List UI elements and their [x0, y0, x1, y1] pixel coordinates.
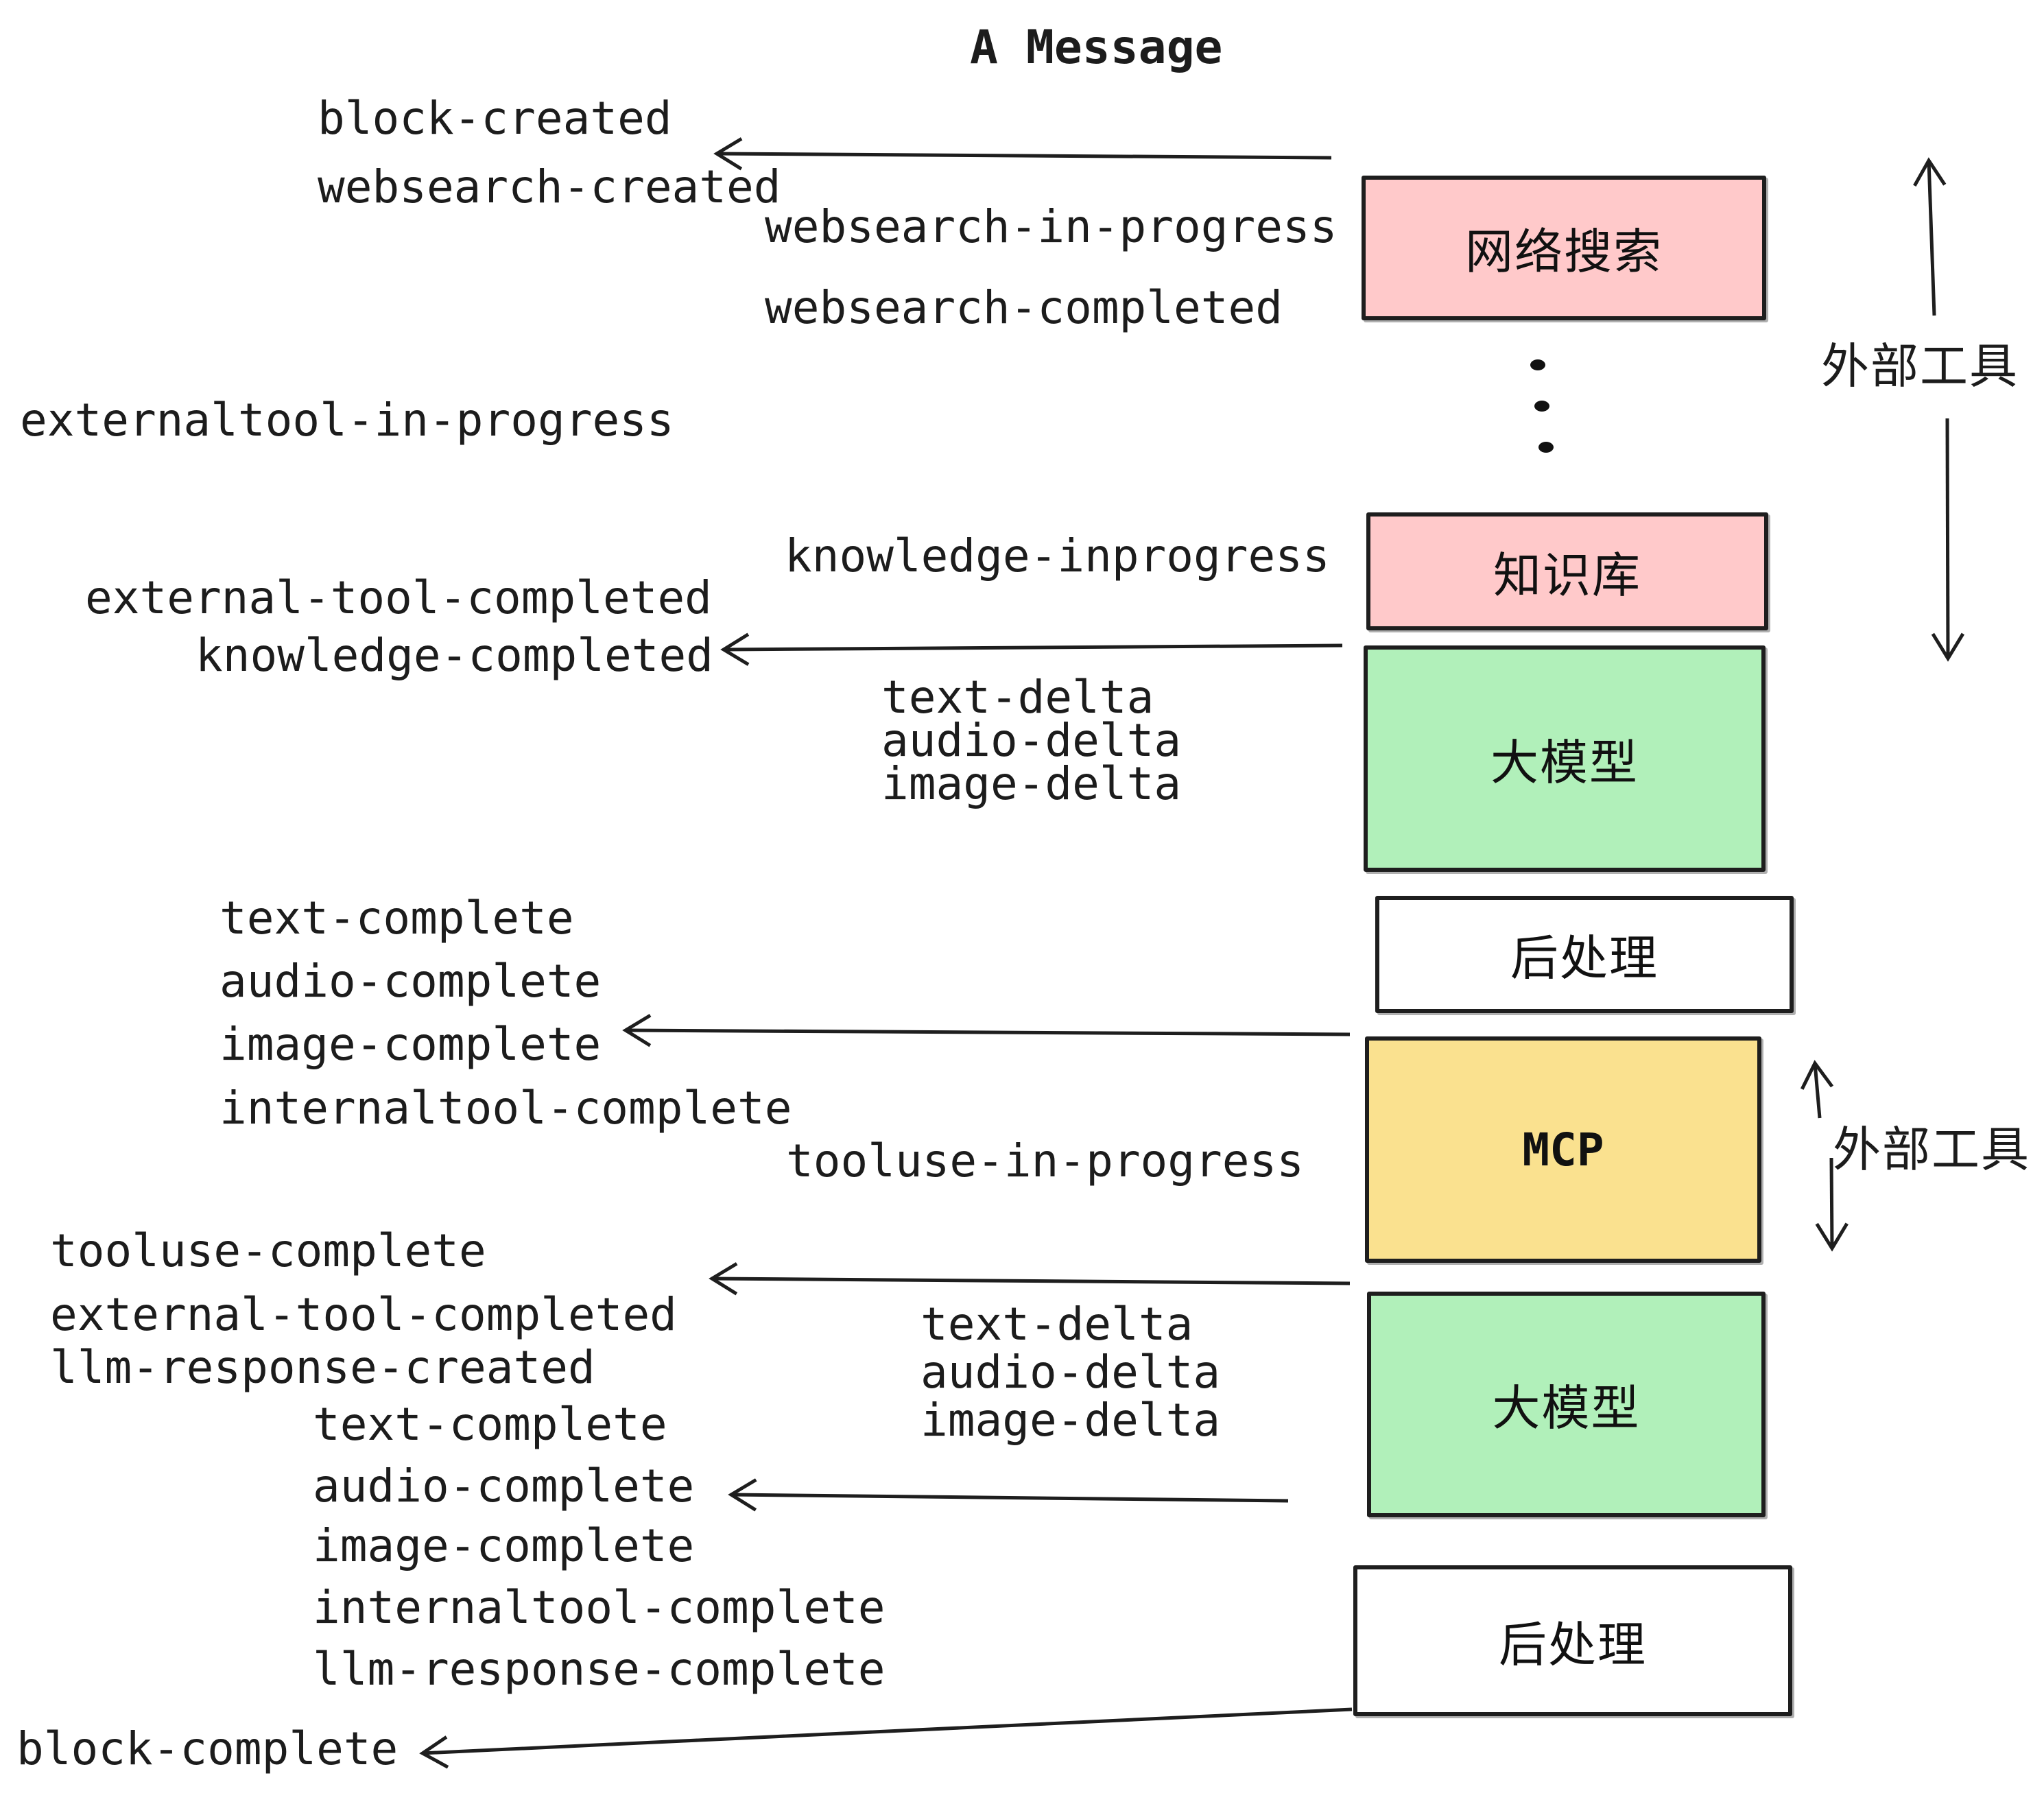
- event-websearch-created: websearch-created: [318, 161, 781, 213]
- box-websearch: 网络搜索: [1362, 176, 1766, 320]
- event-websearch-in-progress: websearch-in-progress: [765, 200, 1338, 253]
- box-postprocess-2: 后处理: [1353, 1565, 1792, 1716]
- event-audio-complete-2: audio-complete: [313, 1460, 695, 1512]
- event-image-delta-1: image-delta: [881, 757, 1182, 810]
- event-audio-complete-1: audio-complete: [219, 955, 602, 1008]
- arrow-external-tools-mid-down: [1815, 1157, 1849, 1252]
- box-llm-2-label: 大模型: [1492, 1380, 1641, 1436]
- arrow-external-tools-top-down: [1931, 418, 1965, 662]
- event-external-tool-completed: external-tool-completed: [85, 571, 712, 624]
- event-image-complete-1: image-complete: [219, 1018, 602, 1071]
- event-image-complete-2: image-complete: [313, 1519, 695, 1572]
- event-text-delta-1: text-delta: [881, 671, 1154, 724]
- event-knowledge-completed: knowledge-completed: [195, 629, 713, 682]
- box-llm-2: 大模型: [1367, 1292, 1766, 1517]
- arrow-websearch-to-block-created: [713, 137, 1332, 171]
- arrow-llm-complete: [728, 1478, 1289, 1512]
- event-block-created: block-created: [318, 92, 672, 145]
- event-tooluse-complete: tooluse-complete: [50, 1224, 486, 1277]
- event-llm-response-complete: llm-response-complete: [313, 1643, 886, 1696]
- event-knowledge-inprogress: knowledge-inprogress: [785, 530, 1330, 582]
- event-audio-delta-1: audio-delta: [881, 714, 1182, 767]
- event-text-complete-1: text-complete: [219, 892, 574, 945]
- box-websearch-label: 网络搜索: [1465, 224, 1663, 280]
- event-text-delta-2: text-delta: [920, 1298, 1193, 1351]
- event-tooluse-in-progress: tooluse-in-progress: [786, 1135, 1304, 1187]
- arrow-tooluse-complete: [709, 1262, 1351, 1296]
- arrow-block-complete: [419, 1707, 1353, 1769]
- external-tools-label-top: 外部工具: [1821, 338, 2019, 394]
- event-externaltool-in-progress: externaltool-in-progress: [20, 394, 674, 447]
- event-internaltool-complete-1: internaltool-complete: [219, 1082, 792, 1135]
- arrow-external-tools-top-up: [1913, 157, 1947, 316]
- event-llm-response-created: llm-response-created: [50, 1341, 595, 1394]
- box-postprocess-1: 后处理: [1375, 896, 1794, 1013]
- box-llm-1: 大模型: [1364, 645, 1766, 872]
- event-websearch-completed: websearch-completed: [765, 281, 1283, 334]
- arrow-internaltool-complete: [622, 1014, 1351, 1047]
- event-internaltool-complete-2: internaltool-complete: [313, 1581, 886, 1634]
- external-tools-label-mid: 外部工具: [1833, 1121, 2030, 1178]
- box-llm-1-label: 大模型: [1490, 734, 1639, 791]
- event-block-complete: block-complete: [16, 1722, 399, 1775]
- arrow-knowledge-completed: [720, 632, 1343, 666]
- box-knowledge: 知识库: [1366, 512, 1768, 630]
- page-title: A Message: [970, 21, 1223, 75]
- ellipsis-dots: [1530, 359, 1554, 453]
- box-postprocess-2-label: 后处理: [1499, 1616, 1647, 1673]
- event-external-tool-completed-2: external-tool-completed: [50, 1288, 677, 1341]
- box-postprocess-1-label: 后处理: [1510, 930, 1659, 986]
- box-knowledge-label: 知识库: [1493, 547, 1641, 604]
- arrow-external-tools-mid-up: [1800, 1060, 1834, 1119]
- box-mcp-label: MCP: [1522, 1123, 1604, 1176]
- event-text-complete-2: text-complete: [313, 1398, 667, 1451]
- event-image-delta-2: image-delta: [920, 1394, 1221, 1447]
- event-audio-delta-2: audio-delta: [920, 1346, 1221, 1399]
- box-mcp: MCP: [1365, 1036, 1761, 1263]
